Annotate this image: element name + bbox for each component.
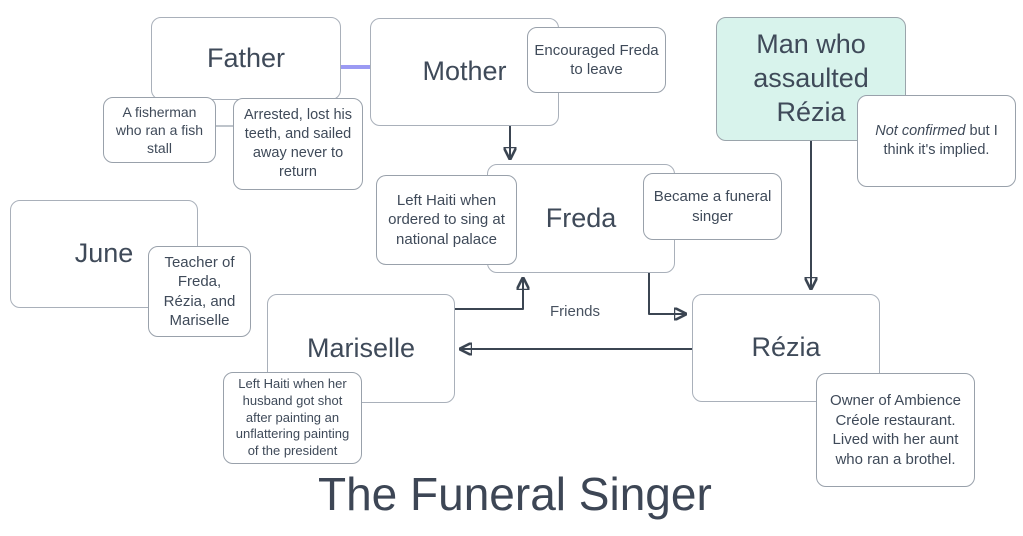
note-father-fisherman-text: A fisherman who ran a fish stall	[115, 103, 204, 157]
edge-mariselle-freda	[455, 279, 523, 310]
note-june-teacher[interactable]: Teacher of Freda, Rézia, and Mariselle	[148, 246, 251, 337]
note-rezia-owner[interactable]: Owner of Ambience Créole restaurant. Liv…	[816, 373, 975, 487]
diagram-title: The Funeral Singer	[318, 468, 712, 520]
node-rezia-label: Rézia	[751, 332, 821, 363]
note-man-not-confirmed-rest: but I think it's implied.	[883, 123, 998, 158]
note-mariselle-left-haiti-text: Left Haiti when her husband got shot aft…	[235, 375, 350, 459]
node-mariselle-label: Mariselle	[306, 332, 416, 363]
note-freda-became-text: Became a funeral singer	[653, 188, 772, 225]
node-man-who-assaulted-rezia-label: Man who assaulted Rézia	[753, 29, 869, 127]
note-freda-left-haiti-text: Left Haiti when ordered to sing at natio…	[388, 191, 505, 248]
node-june-label: June	[74, 238, 134, 269]
node-father[interactable]: Father	[151, 17, 341, 100]
node-mother-label: Mother	[422, 56, 507, 87]
note-father-fisherman[interactable]: A fisherman who ran a fish stall	[103, 97, 216, 163]
node-father-label: Father	[206, 42, 286, 73]
note-freda-left-haiti[interactable]: Left Haiti when ordered to sing at natio…	[376, 175, 517, 265]
edge-freda-rezia	[648, 273, 685, 314]
note-man-not-confirmed-italic: Not confirmed	[875, 123, 966, 140]
note-father-arrested[interactable]: Arrested, lost his teeth, and sailed awa…	[233, 98, 363, 190]
note-rezia-owner-text: Owner of Ambience Créole restaurant. Liv…	[830, 392, 961, 468]
edge-label-friends: Friends	[550, 303, 601, 320]
note-man-not-confirmed-text: Not confirmed but I think it's implied.	[864, 122, 1009, 160]
note-mother-encouraged-text: Encouraged Freda to leave	[534, 41, 659, 79]
note-mariselle-left-haiti[interactable]: Left Haiti when her husband got shot aft…	[223, 372, 362, 464]
note-father-arrested-text: Arrested, lost his teeth, and sailed awa…	[244, 107, 352, 180]
note-freda-became[interactable]: Became a funeral singer	[643, 173, 782, 240]
note-man-not-confirmed[interactable]: Not confirmed but I think it's implied.	[857, 95, 1016, 187]
note-june-teacher-text: Teacher of Freda, Rézia, and Mariselle	[163, 253, 236, 330]
node-freda-label: Freda	[545, 202, 617, 233]
note-mother-encouraged[interactable]: Encouraged Freda to leave	[527, 27, 666, 93]
